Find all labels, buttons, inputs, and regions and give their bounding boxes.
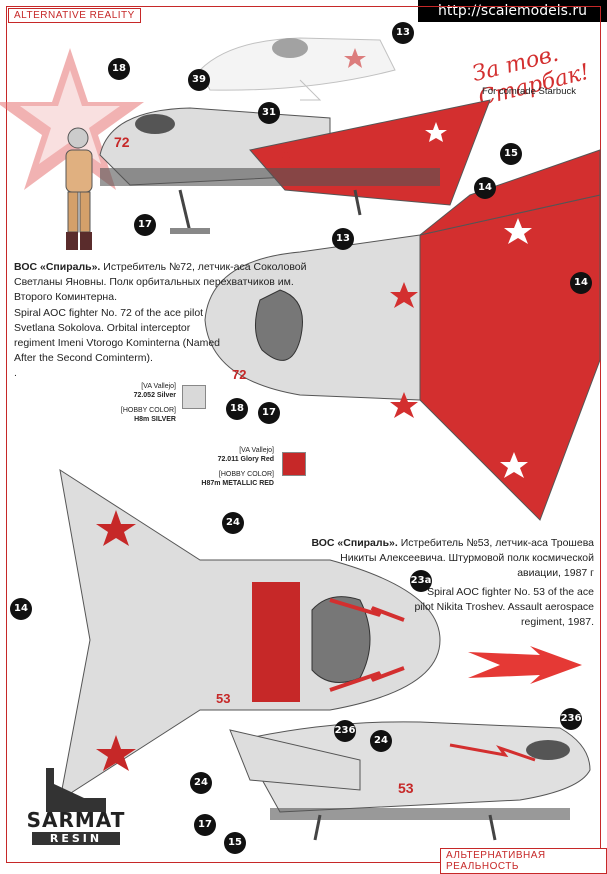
callout-39: 39 — [188, 69, 210, 91]
callout-17-b: 17 — [258, 402, 280, 424]
aircraft-53-description-en: Spiral AOC fighter No. 53 of the ace pil… — [414, 586, 594, 628]
callout-24-b: 24 — [370, 730, 392, 752]
side-number-53: 53 — [398, 780, 414, 796]
callout-14-c: 14 — [10, 598, 32, 620]
red-hobby-name: H87m METALLIC RED — [201, 480, 274, 487]
aircraft-72-side — [99, 99, 491, 234]
callout-14-a: 14 — [474, 177, 496, 199]
callout-15-b: 15 — [224, 832, 246, 854]
red-paint-info: [VA Vallejo] 72.011 Glory Red [HOBBY COL… — [168, 446, 274, 488]
callout-17-a: 17 — [134, 214, 156, 236]
page-frame — [6, 6, 601, 863]
red-vallejo-name: 72.011 Glory Red — [217, 456, 274, 463]
silver-vallejo-name: 72.052 Silver — [133, 392, 176, 399]
slogan-caption: For comrade Starbuck — [482, 86, 576, 97]
castle-icon — [46, 768, 106, 812]
red-swatch — [282, 452, 306, 476]
red-hobby-label: [HOBBY COLOR] — [218, 471, 274, 478]
callout-23a: 23a — [410, 570, 432, 592]
red-arrow-decal — [468, 646, 582, 684]
watermark: http://scalemodels.ru — [418, 0, 607, 22]
aircraft-72-title: ВОС «Спираль». — [14, 261, 101, 273]
callout-14-b: 14 — [570, 272, 592, 294]
silver-hobby-name: H8m SILVER — [134, 416, 176, 423]
top-number-72: 72 — [232, 367, 247, 382]
callout-18-b: 18 — [226, 398, 248, 420]
callout-31: 31 — [258, 102, 280, 124]
aircraft-side-ghost — [199, 37, 396, 101]
aircraft-72-trailing: . — [14, 367, 17, 379]
aircraft-72-body-ru: Истребитель №72, летчик-аса Соколовой Св… — [14, 261, 307, 303]
sarmat-logo: SARMAT RESIN — [14, 764, 138, 845]
aircraft-72-description-en: Spiral AOC fighter No. 72 of the ace pil… — [14, 307, 221, 364]
red-star-emblem — [0, 48, 144, 190]
callout-17-c: 17 — [194, 814, 216, 836]
aircraft-53-side — [229, 721, 591, 841]
callout-236-a: 236 — [334, 720, 356, 742]
silver-swatch — [182, 385, 206, 409]
pilot-figure — [65, 127, 93, 250]
logo-brand: SARMAT — [26, 808, 126, 832]
callout-236-b: 236 — [560, 708, 582, 730]
callout-13-a: 13 — [392, 22, 414, 44]
callout-15-a: 15 — [500, 143, 522, 165]
aircraft-53-body-ru: Истребитель №53, летчик-аса Трошева Ники… — [340, 537, 594, 579]
aircraft-72-top — [204, 149, 601, 521]
tag-alternative-reality: ALTERNATIVE REALITY — [8, 8, 141, 23]
side-number-72: 72 — [114, 134, 130, 150]
aircraft-53-description-ru: ВОС «Спираль». Истребитель №53, летчик-а… — [308, 536, 594, 581]
top-number-53: 53 — [216, 691, 231, 706]
red-vallejo-label: [VA Vallejo] — [239, 447, 274, 454]
aircraft-72-description-ru: ВОС «Спираль». Истребитель №72, летчик-а… — [14, 260, 314, 305]
silver-paint-info: [VA Vallejo] 72.052 Silver [HOBBY COLOR]… — [70, 382, 176, 424]
logo-sub: RESIN — [32, 832, 120, 845]
callout-18-a: 18 — [108, 58, 130, 80]
silver-vallejo-label: [VA Vallejo] — [141, 383, 176, 390]
silver-hobby-label: [HOBBY COLOR] — [120, 407, 176, 414]
aircraft-53-top — [59, 468, 441, 802]
callout-24-a: 24 — [222, 512, 244, 534]
aircraft-53-title: ВОС «Спираль». — [311, 537, 398, 549]
callout-24-c: 24 — [190, 772, 212, 794]
callout-13-b: 13 — [332, 228, 354, 250]
